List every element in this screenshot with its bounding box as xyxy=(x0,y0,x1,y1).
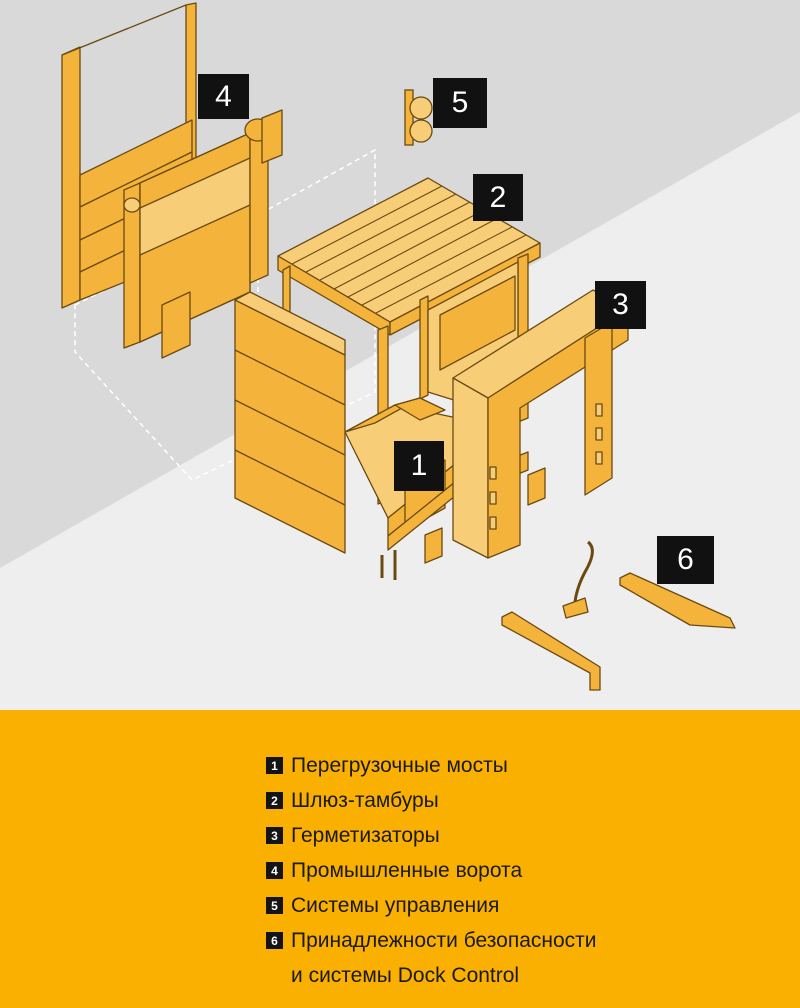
callout-6-number: 6 xyxy=(677,543,694,576)
legend-badge-6: 6 xyxy=(266,932,283,949)
legend-panel: 1 Перегрузочные мосты 2 Шлюз-тамбуры 3 Г… xyxy=(0,710,800,1008)
legend-label-2: Шлюз-тамбуры xyxy=(291,788,439,812)
control-system xyxy=(404,89,433,146)
dock-seal xyxy=(452,289,629,559)
exploded-dock-diagram xyxy=(0,0,800,710)
legend-label-5: Системы управления xyxy=(291,893,500,917)
callout-5: 5 xyxy=(433,78,487,128)
legend-badge-3: 3 xyxy=(266,827,283,844)
legend-badge-1: 1 xyxy=(266,757,283,774)
callout-3-number: 3 xyxy=(612,288,629,321)
legend-label-3: Герметизаторы xyxy=(291,823,440,847)
legend-item-5: 5 Системы управления xyxy=(266,888,597,923)
shelter-side-panels xyxy=(234,291,346,554)
callout-1-number: 1 xyxy=(410,449,428,482)
legend-item-6-continuation-row: и системы Dock Control xyxy=(266,958,597,994)
legend-item-1: 1 Перегрузочные мосты xyxy=(266,748,597,783)
legend-label-4: Промышленные ворота xyxy=(291,858,523,882)
safety-accessories xyxy=(501,540,736,691)
legend-item-4: 4 Промышленные ворота xyxy=(266,853,597,888)
callout-1: 1 xyxy=(394,441,444,491)
legend-label-6-continuation: и системы Dock Control xyxy=(291,964,520,987)
legend-badge-2: 2 xyxy=(266,792,283,809)
legend-list: 1 Перегрузочные мосты 2 Шлюз-тамбуры 3 Г… xyxy=(266,748,597,994)
callout-5-number: 5 xyxy=(451,86,469,119)
legend-item-2: 2 Шлюз-тамбуры xyxy=(266,783,597,818)
legend-badge-4: 4 xyxy=(266,862,283,879)
callout-2: 2 xyxy=(473,174,523,221)
legend-item-6: 6 Принадлежности безопасности xyxy=(266,923,597,958)
legend-label-1: Перегрузочные мосты xyxy=(291,753,508,777)
callout-2-number: 2 xyxy=(489,180,507,214)
legend-item-3: 3 Герметизаторы xyxy=(266,818,597,853)
callout-4-number: 4 xyxy=(215,79,232,113)
industrial-doors xyxy=(61,2,283,359)
callout-3: 3 xyxy=(595,281,646,329)
legend-label-6: Принадлежности безопасности xyxy=(291,928,597,952)
callout-4: 4 xyxy=(198,74,249,119)
loading-dock-illustration: 1 2 3 4 5 6 xyxy=(0,0,800,710)
legend-badge-5: 5 xyxy=(266,897,283,914)
callout-6: 6 xyxy=(657,536,714,584)
